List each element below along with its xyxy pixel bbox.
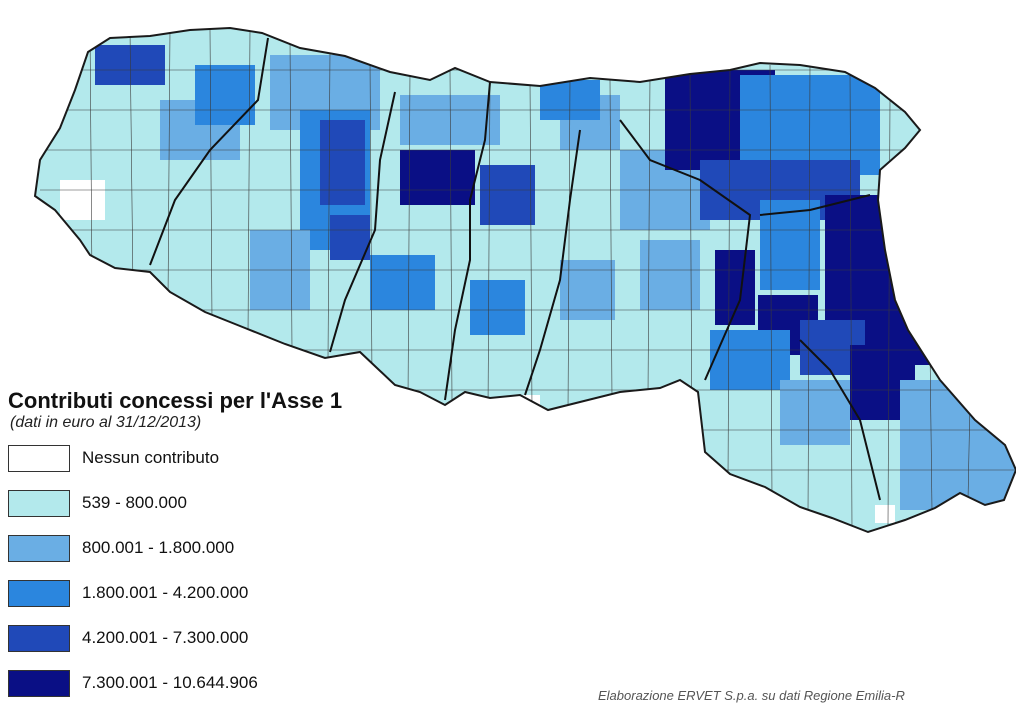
legend-label: 800.001 - 1.800.000 [82,538,235,557]
legend-label: 539 - 800.000 [82,493,187,512]
legend-item: 7.300.001 - 10.644.906 [8,665,428,701]
zone-fill [60,180,105,220]
legend-swatch [8,489,70,517]
legend-list: Nessun contributo 539 - 800.000 800.001 … [8,440,428,701]
zone-fill [320,120,365,205]
province-borders [149,37,881,501]
province-border [329,91,396,353]
province-border [799,339,881,501]
legend-swatch [8,444,70,472]
province-border [149,37,269,266]
source-note: Elaborazione ERVET S.p.a. su dati Region… [598,688,905,703]
legend-item: 4.200.001 - 7.300.000 [8,620,428,656]
municipal-borders [40,29,1016,531]
zone-fill [640,240,700,310]
zone-fill [470,280,525,335]
province-border [444,81,491,401]
legend-title: Contributi concessi per l'Asse 1 [8,388,343,413]
legend-swatch [8,534,70,562]
map-legend: Contributi concessi per l'Asse 1 (dati i… [8,388,428,710]
province-border [759,194,871,216]
zone-fill [480,165,535,225]
province-border [619,119,752,381]
legend-label: 7.300.001 - 10.644.906 [82,673,258,692]
zone-fill [875,505,895,523]
zone-fill [400,150,475,205]
legend-label: Nessun contributo [82,448,220,467]
legend-item: Nessun contributo [8,440,428,476]
zone-fill [560,260,615,320]
zone-fill [780,380,850,445]
legend-item: 1.800.001 - 4.200.000 [8,575,428,611]
legend-label: 4.200.001 - 7.300.000 [82,628,249,647]
zone-fill [370,255,435,310]
legend-subtitle: (dati in euro al 31/12/2013) [10,414,202,431]
zone-fill [330,215,370,260]
legend-swatch [8,669,70,697]
legend-item: 539 - 800.000 [8,485,428,521]
legend-swatch [8,579,70,607]
grid-lines-v [89,29,971,531]
legend-label: 1.800.001 - 4.200.000 [82,583,249,602]
legend-swatch [8,624,70,652]
province-border [524,129,581,396]
legend-item: 800.001 - 1.800.000 [8,530,428,566]
zone-fill [195,65,255,125]
